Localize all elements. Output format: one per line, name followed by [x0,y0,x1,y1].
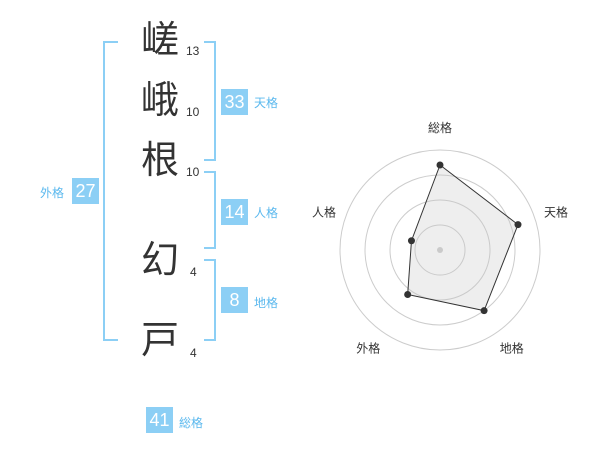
soukaku-label: 総格 [179,416,204,430]
tenkaku-label: 天格 [254,96,279,110]
kanji-1: 嵯 [140,18,179,62]
radar-ring-1 [414,224,466,276]
radar-ring-2 [389,199,491,301]
radar-point-5 [407,237,415,245]
radar-point-3 [480,307,488,315]
radar-point-1 [436,161,444,169]
radar-axis-label-2: 天格 [544,204,568,219]
chikaku-value: 8 [221,287,248,313]
radar-axis-label-4: 外格 [356,341,380,356]
kanji-3: 根 [140,138,179,182]
radar-center [437,247,443,253]
gaikaku-label: 外格 [40,186,65,200]
radar-axis-label-3: 地格 [500,341,524,356]
radar-point-4 [404,290,412,298]
stroke-count-4: 4 [190,265,197,279]
stroke-count-5: 4 [190,346,197,360]
radar-ring-3 [364,174,516,326]
radar-point-2 [514,221,522,229]
jinkaku-value: 14 [221,199,248,225]
gaikaku-value: 27 [72,178,99,204]
stroke-count-3: 10 [186,165,200,179]
stroke-count-1: 13 [186,44,200,58]
radar-ring-4 [339,149,541,351]
jinkaku-label: 人格 [254,206,279,220]
kanji-4: 幻 [140,238,179,282]
stroke-count-2: 10 [186,105,200,119]
kanji-2: 峨 [140,78,179,122]
radar-axis-label-5: 人格 [312,204,336,219]
radar-area [407,164,519,312]
tenkaku-value: 33 [221,89,248,115]
soukaku-value: 41 [146,407,173,433]
kanji-5: 戸 [140,318,179,362]
chikaku-label: 地格 [254,296,279,310]
radar-axis-label-1: 総格 [428,120,452,135]
